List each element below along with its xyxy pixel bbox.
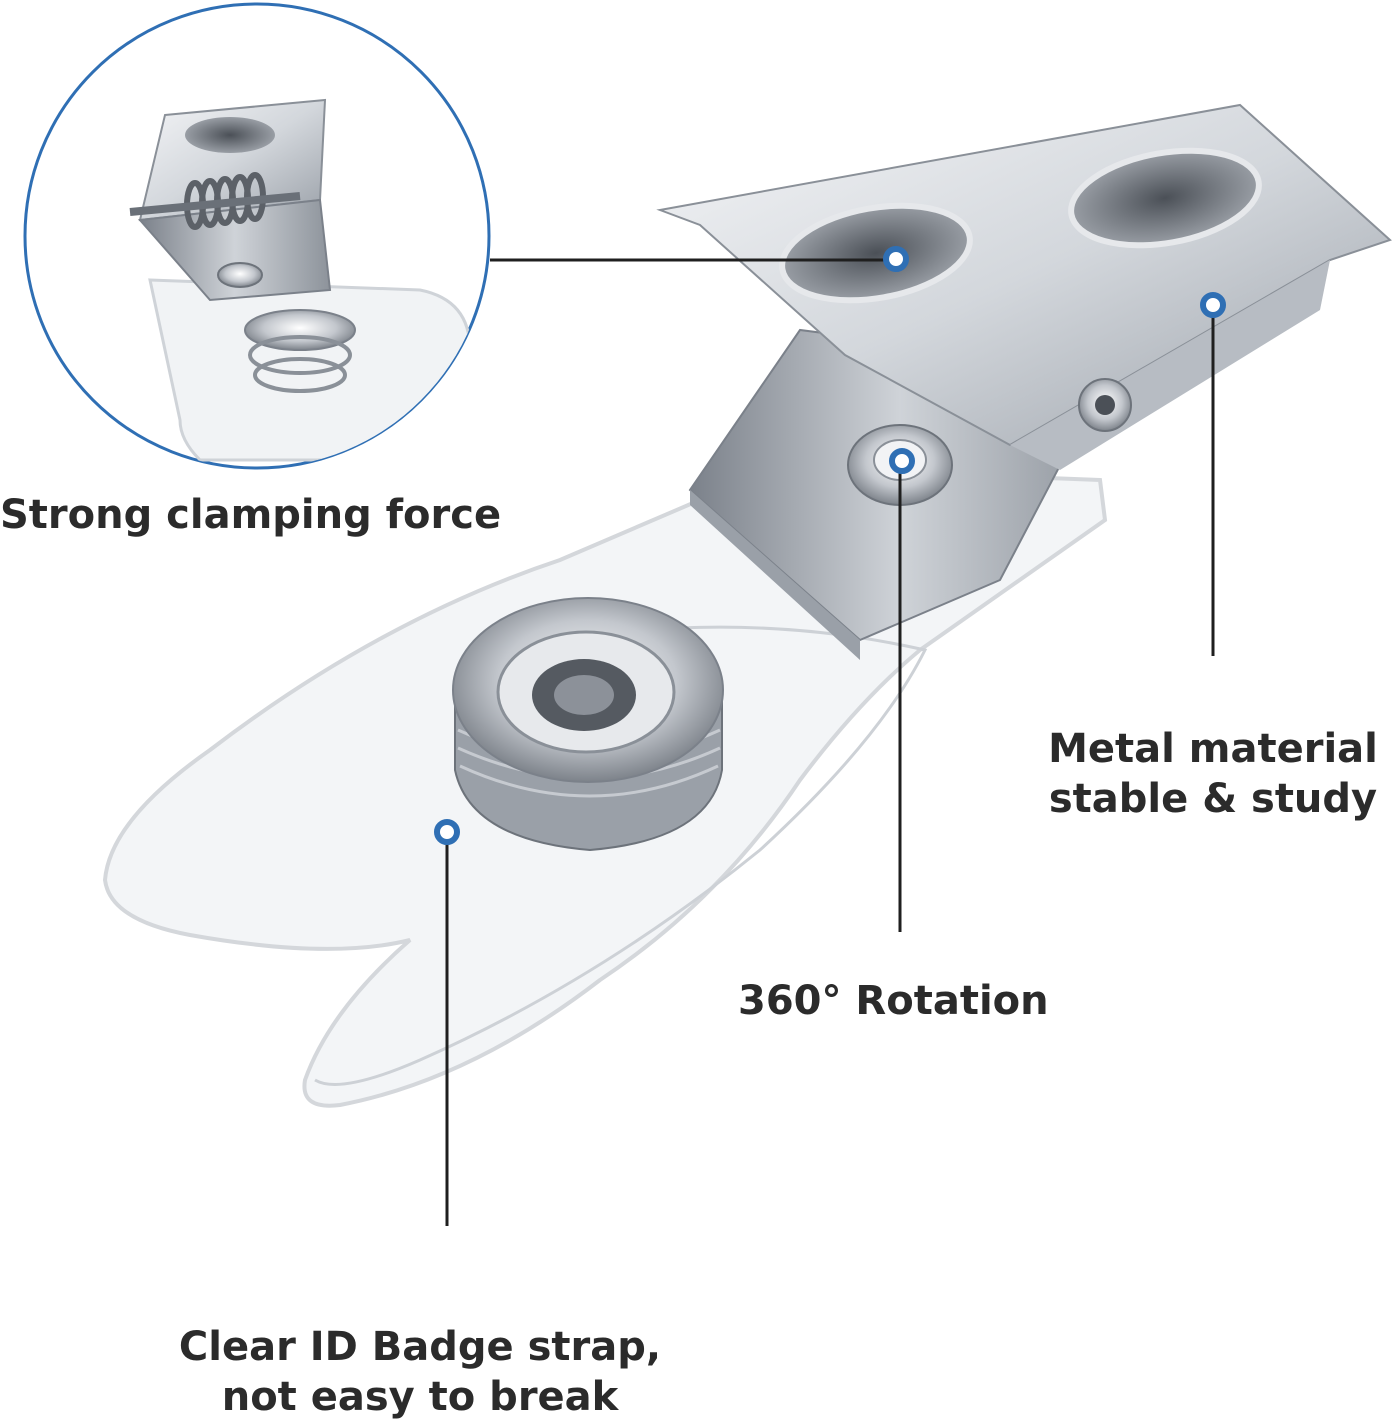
callout-metal-material: Metal material stable & study	[1030, 724, 1396, 824]
callout-strong-clamping-force: Strong clamping force	[0, 492, 502, 538]
zoom-detail-circle	[23, 2, 491, 470]
callout-metal-line1: Metal material	[1048, 726, 1378, 772]
callout-lines	[445, 258, 1215, 1226]
callout-metal-line2: stable & study	[1048, 776, 1378, 822]
marker-dot	[434, 246, 1226, 845]
callout-strap-line1: Clear ID Badge strap,	[178, 1324, 662, 1370]
callout-strap-line2: not easy to break	[221, 1374, 619, 1420]
snap-button	[452, 597, 724, 852]
callout-360-rotation: 360° Rotation	[738, 978, 1049, 1024]
callout-clear-strap: Clear ID Badge strap, not easy to break	[130, 1322, 710, 1422]
